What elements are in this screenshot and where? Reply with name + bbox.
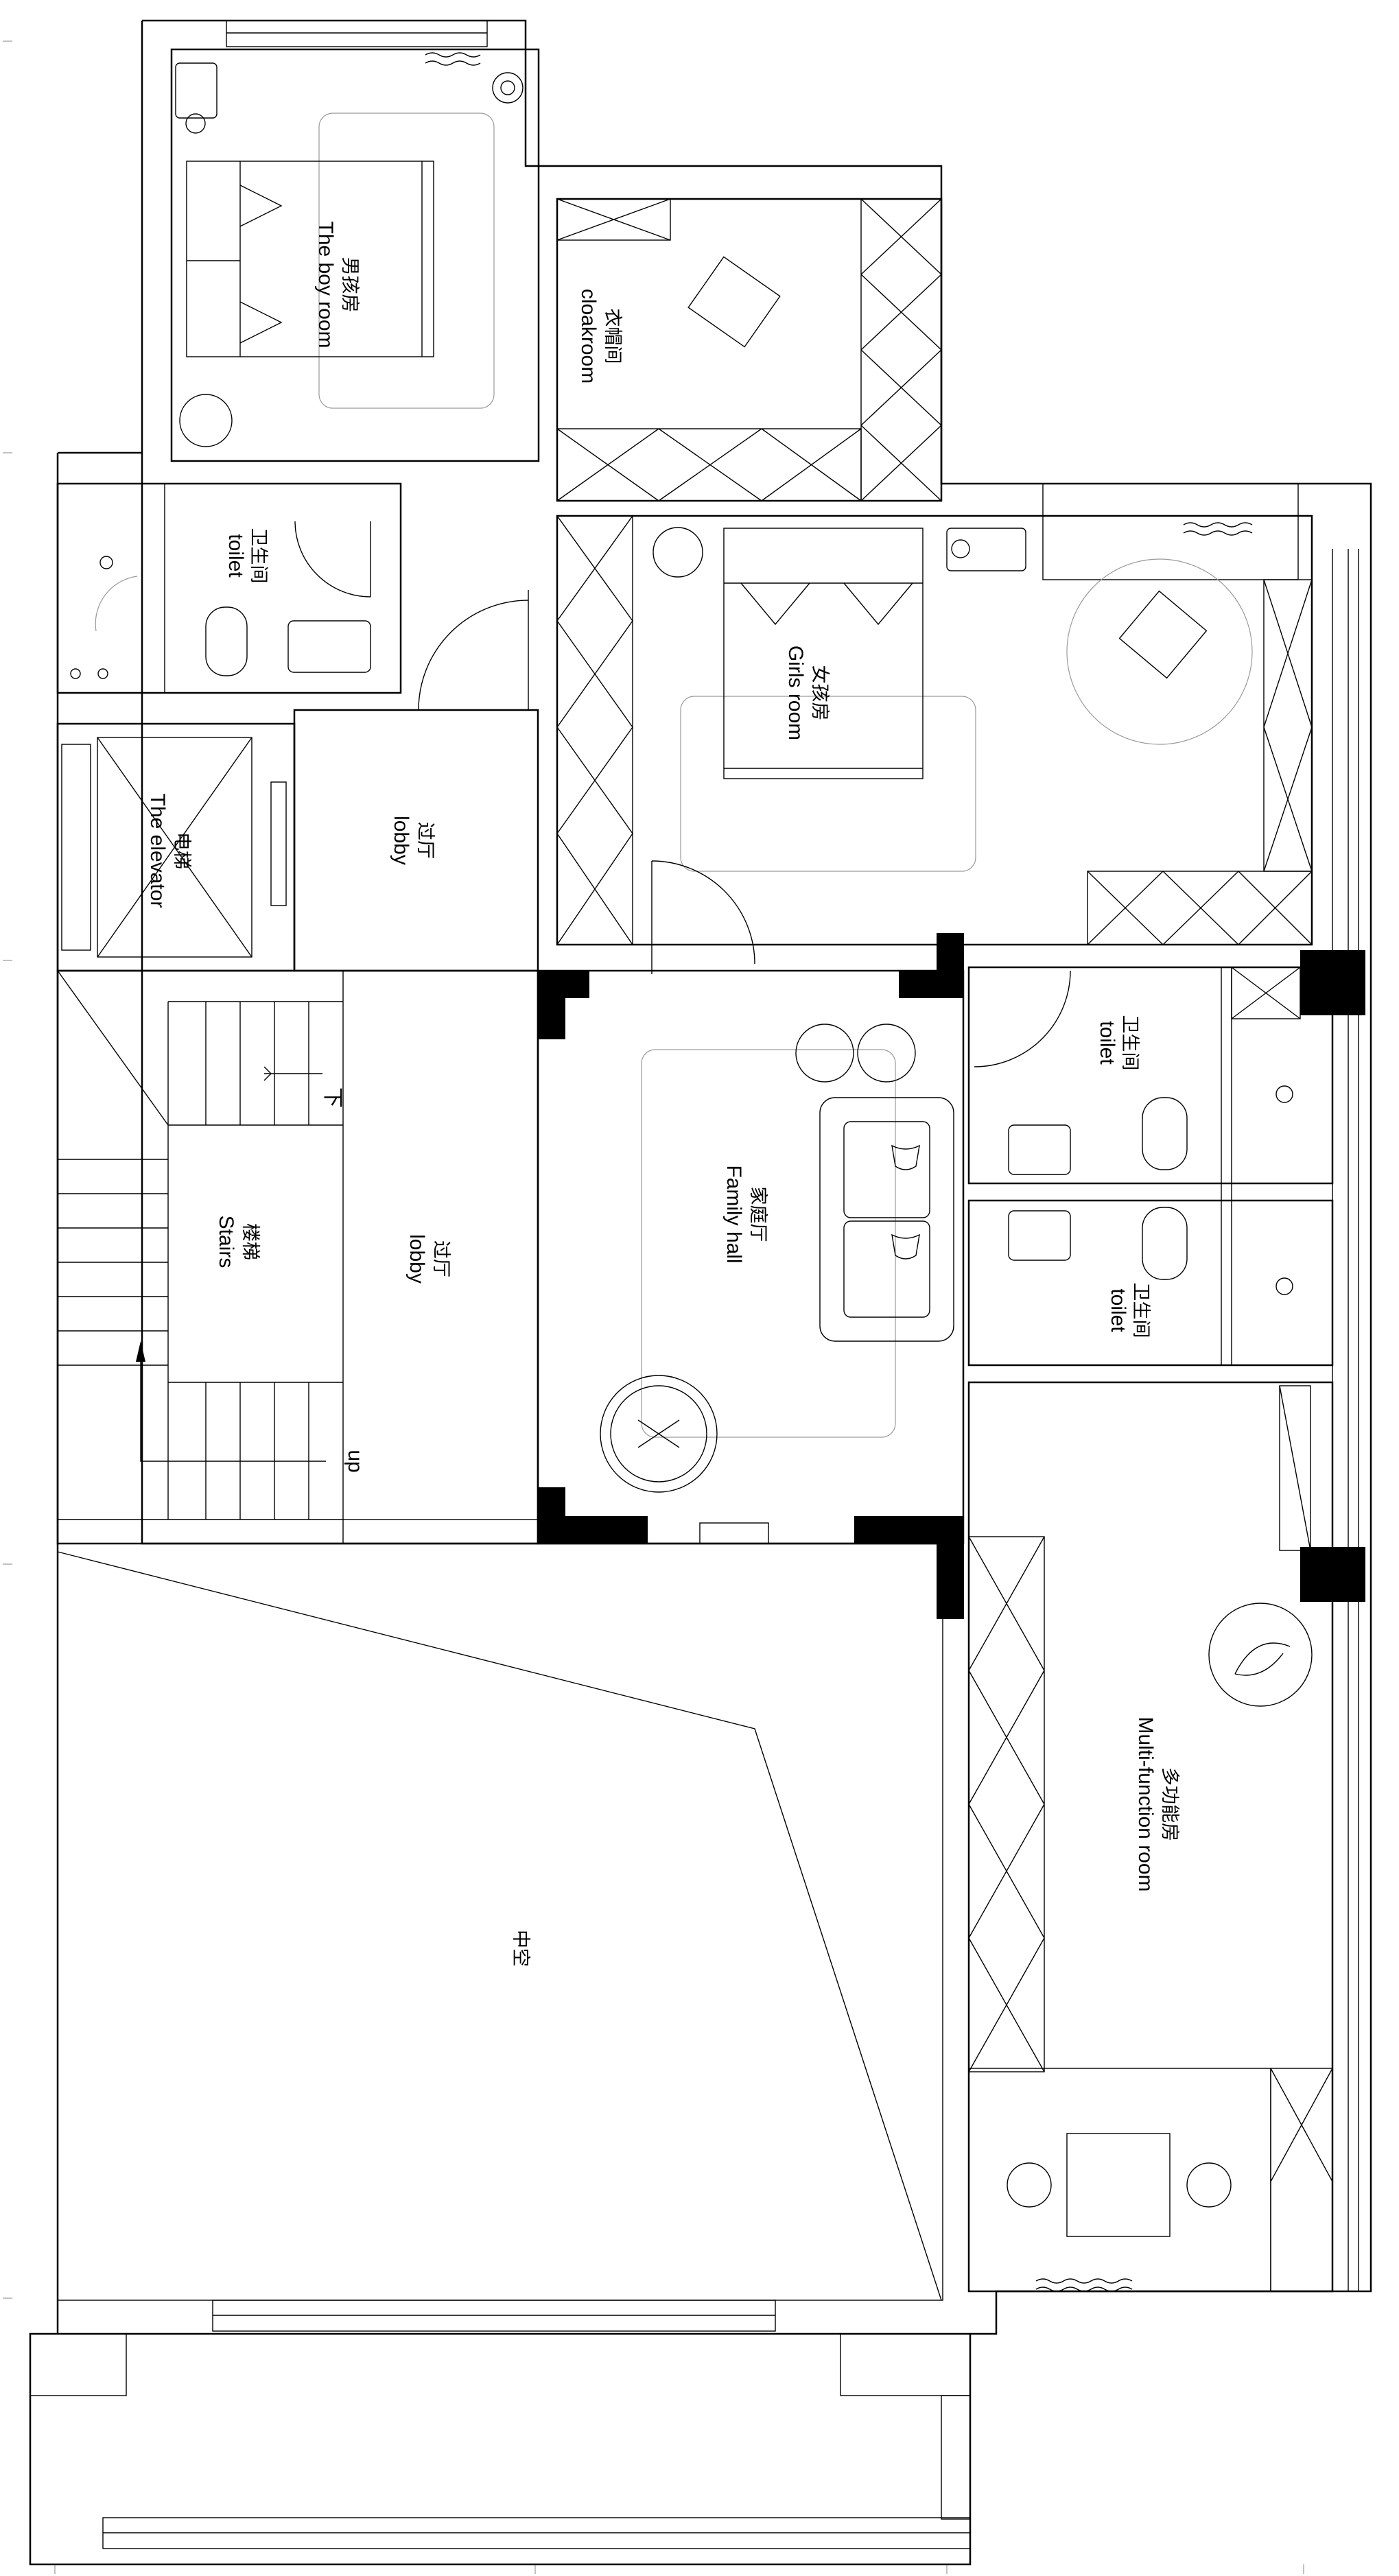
cloakroom-en: cloakroom [577, 289, 600, 383]
label-lobby-upper: 过厅 lobby [390, 816, 436, 865]
multi-function-cn: 多功能房 [1160, 1767, 1180, 1841]
label-void: 中空 [510, 1930, 531, 1967]
multi-function-room [967, 1381, 1365, 2293]
void-area [57, 1551, 942, 2301]
label-toilet-nw: 卫生间 toilet [224, 528, 269, 584]
toilet-e1-cn: 卫生间 [1120, 1015, 1140, 1071]
label-boy-room: 男孩房 The boy room [314, 221, 360, 348]
lobby-upper-en: lobby [390, 816, 412, 865]
toilet-nw-en: toilet [224, 534, 247, 578]
label-multi-function: 多功能房 Multi-function room [1134, 1716, 1180, 1891]
toilet-e2-en: toilet [1107, 1288, 1129, 1332]
boy-room-en: The boy room [314, 221, 337, 348]
toilet-nw-cn: 卫生间 [248, 528, 269, 584]
girls-room-cn: 女孩房 [810, 665, 830, 721]
terrace-south [30, 2300, 971, 2549]
toilet-e2-cn: 卫生间 [1131, 1283, 1151, 1338]
girls-room-en: Girls room [784, 646, 807, 740]
label-toilet-e1: 卫生间 toilet [1096, 1015, 1140, 1071]
void-cn: 中空 [510, 1930, 531, 1967]
stairs-cn: 楼梯 [240, 1223, 261, 1260]
stairs [56, 969, 539, 1545]
elevator-en: The elevator [146, 794, 169, 908]
lobby-upper [293, 590, 539, 972]
stair-down-text: 下 [321, 1087, 344, 1108]
dimension-marks [3, 40, 1304, 2574]
label-elevator: 电梯 The elevator [146, 794, 192, 908]
elevator-cn: 电梯 [172, 832, 192, 869]
family-hall [537, 933, 965, 1619]
family-hall-cn: 家庭厅 [748, 1187, 768, 1242]
toilet-nw [56, 482, 402, 694]
multi-function-en: Multi-function room [1134, 1716, 1157, 1891]
girls-room [556, 483, 1313, 974]
stair-up-text: up [344, 1450, 366, 1472]
lobby-lower-cn: 过厅 [431, 1240, 451, 1277]
stair-mark-down: 下 [321, 1087, 344, 1108]
toilet-e1-en: toilet [1096, 1021, 1118, 1065]
label-lobby-lower: 过厅 lobby [405, 1234, 451, 1284]
label-girls-room: 女孩房 Girls room [784, 646, 830, 740]
cloakroom-cn: 衣帽间 [602, 309, 623, 364]
boy-room-cn: 男孩房 [340, 257, 360, 313]
lobby-lower-en: lobby [405, 1234, 428, 1284]
boy-room [170, 20, 540, 462]
toilets-east [967, 950, 1365, 1367]
stairs-en: Stairs [215, 1216, 237, 1268]
stair-mark-up: up [344, 1450, 366, 1472]
label-cloakroom: 衣帽间 cloakroom [577, 289, 623, 383]
label-toilet-e2: 卫生间 toilet [1107, 1283, 1151, 1338]
lobby-upper-cn: 过厅 [415, 822, 436, 859]
window-east [1332, 549, 1359, 2291]
family-hall-en: Family hall [722, 1165, 745, 1263]
label-stairs: 楼梯 Stairs [215, 1216, 261, 1268]
cloakroom [556, 198, 943, 502]
label-family-hall: 家庭厅 Family hall [722, 1165, 768, 1263]
